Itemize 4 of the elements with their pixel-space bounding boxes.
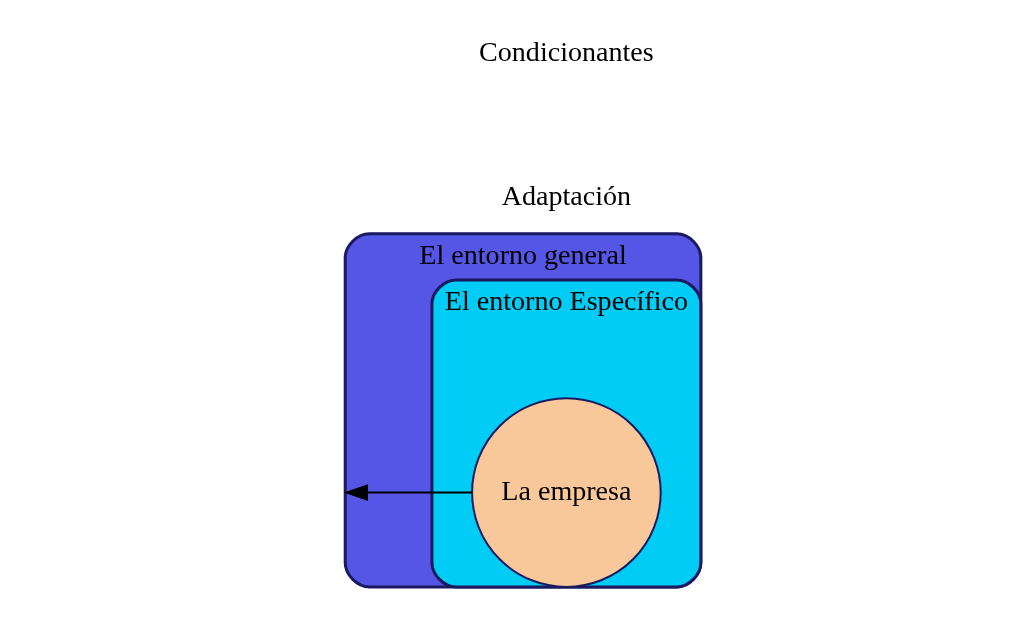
arrow	[343, 483, 472, 501]
node-circle: La empresa	[470, 396, 662, 588]
legend-label: Condicionantes	[478, 35, 654, 67]
legend-label: Adaptación	[501, 179, 631, 211]
